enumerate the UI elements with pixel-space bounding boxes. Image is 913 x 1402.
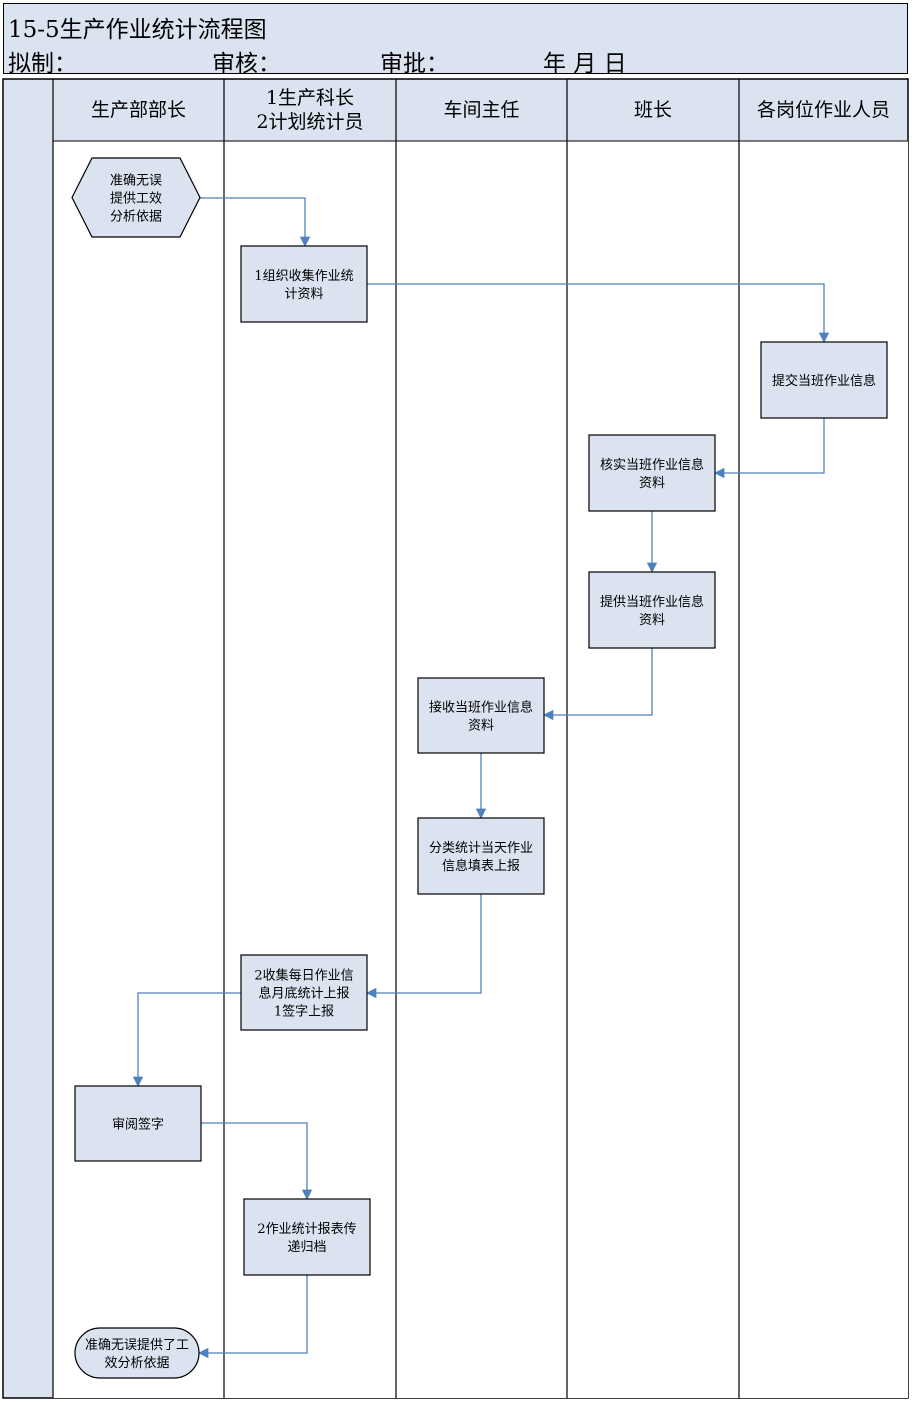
node-text-n10: 递归档 — [287, 1240, 326, 1255]
node-text-n10: 2作业统计报表传 — [257, 1222, 356, 1237]
node-shape-n1 — [71, 157, 201, 238]
node-text-n8: 2收集每日作业信 — [254, 968, 353, 984]
arrow-n3-n4 — [713, 418, 825, 479]
node-shape-n9 — [74, 1085, 202, 1162]
node-text-n8: 1签字上报 — [274, 1004, 334, 1020]
lane-label-l5: 各岗位作业人员 — [757, 99, 890, 121]
node-text-n5: 提供当班作业信息 — [600, 594, 704, 610]
node-text-n11: 效分析依据 — [104, 1356, 169, 1371]
node-text-n6: 接收当班作业信息 — [429, 700, 533, 716]
node-text-n7: 分类统计当天作业 — [429, 841, 533, 856]
node-shape-n8 — [240, 954, 368, 1031]
node-shape-n5 — [588, 571, 716, 649]
node-text-n9: 审阅签字 — [112, 1117, 164, 1133]
node-text-n1: 准确无误 — [110, 174, 162, 189]
date-label: 年 月 日 — [543, 51, 627, 77]
flow-nodes: 准确无误提供工效分析依据1组织收集作业统计资料提交当班作业信息核实当班作业信息资… — [71, 157, 888, 1379]
node-text-n2: 计资料 — [284, 287, 323, 302]
node-shape-n10 — [243, 1198, 371, 1276]
node-text-n2: 1组织收集作业统 — [254, 268, 353, 284]
prepared-by-label: 拟制： — [8, 51, 77, 77]
arrow-n2-n3 — [367, 283, 830, 344]
arrow-n1-n2 — [200, 197, 311, 248]
flow-arrows — [132, 197, 830, 1359]
lane-label-l2: 2计划统计员 — [256, 111, 363, 133]
arrow-n10-n11 — [197, 1275, 308, 1359]
lane-label-l2: 1生产科长 — [266, 87, 354, 109]
node-text-n4: 资料 — [639, 476, 665, 491]
arrow-n5-n6 — [542, 648, 653, 721]
node-shape-n7 — [417, 817, 545, 895]
node-text-n8: 息月底统计上报 — [258, 986, 349, 1002]
arrow-n8-n9 — [132, 992, 241, 1088]
node-text-n7: 信息填表上报 — [442, 858, 520, 874]
reviewed-by-label: 审核： — [212, 51, 281, 77]
arrow-n7-n8 — [365, 894, 482, 999]
header-panel: 15-5生产作业统计流程图 拟制： 审核： 审批： 年 月 日 — [3, 3, 908, 77]
node-shape-n3 — [760, 341, 888, 419]
node-text-n1: 提供工效 — [110, 191, 162, 207]
node-shape-n4 — [588, 434, 716, 512]
node-text-n1: 分析依据 — [110, 210, 162, 225]
node-shape-n2 — [240, 245, 368, 323]
node-shape-n6 — [417, 677, 545, 754]
approved-by-label: 审批： — [380, 51, 449, 77]
node-text-n11: 准确无误提供了工 — [85, 1337, 189, 1353]
node-text-n5: 资料 — [639, 613, 665, 628]
lane-label-l3: 车间主任 — [443, 99, 519, 121]
node-shape-n11 — [74, 1327, 200, 1379]
node-text-n6: 资料 — [468, 719, 494, 734]
lane-label-l1: 生产部部长 — [91, 99, 186, 121]
page-title: 15-5生产作业统计流程图 — [8, 17, 267, 43]
node-text-n4: 核实当班作业信息 — [600, 457, 704, 473]
node-text-n3: 提交当班作业信息 — [772, 373, 876, 389]
lane-label-l4: 班长 — [634, 99, 672, 121]
arrow-n9-n10 — [201, 1122, 313, 1201]
